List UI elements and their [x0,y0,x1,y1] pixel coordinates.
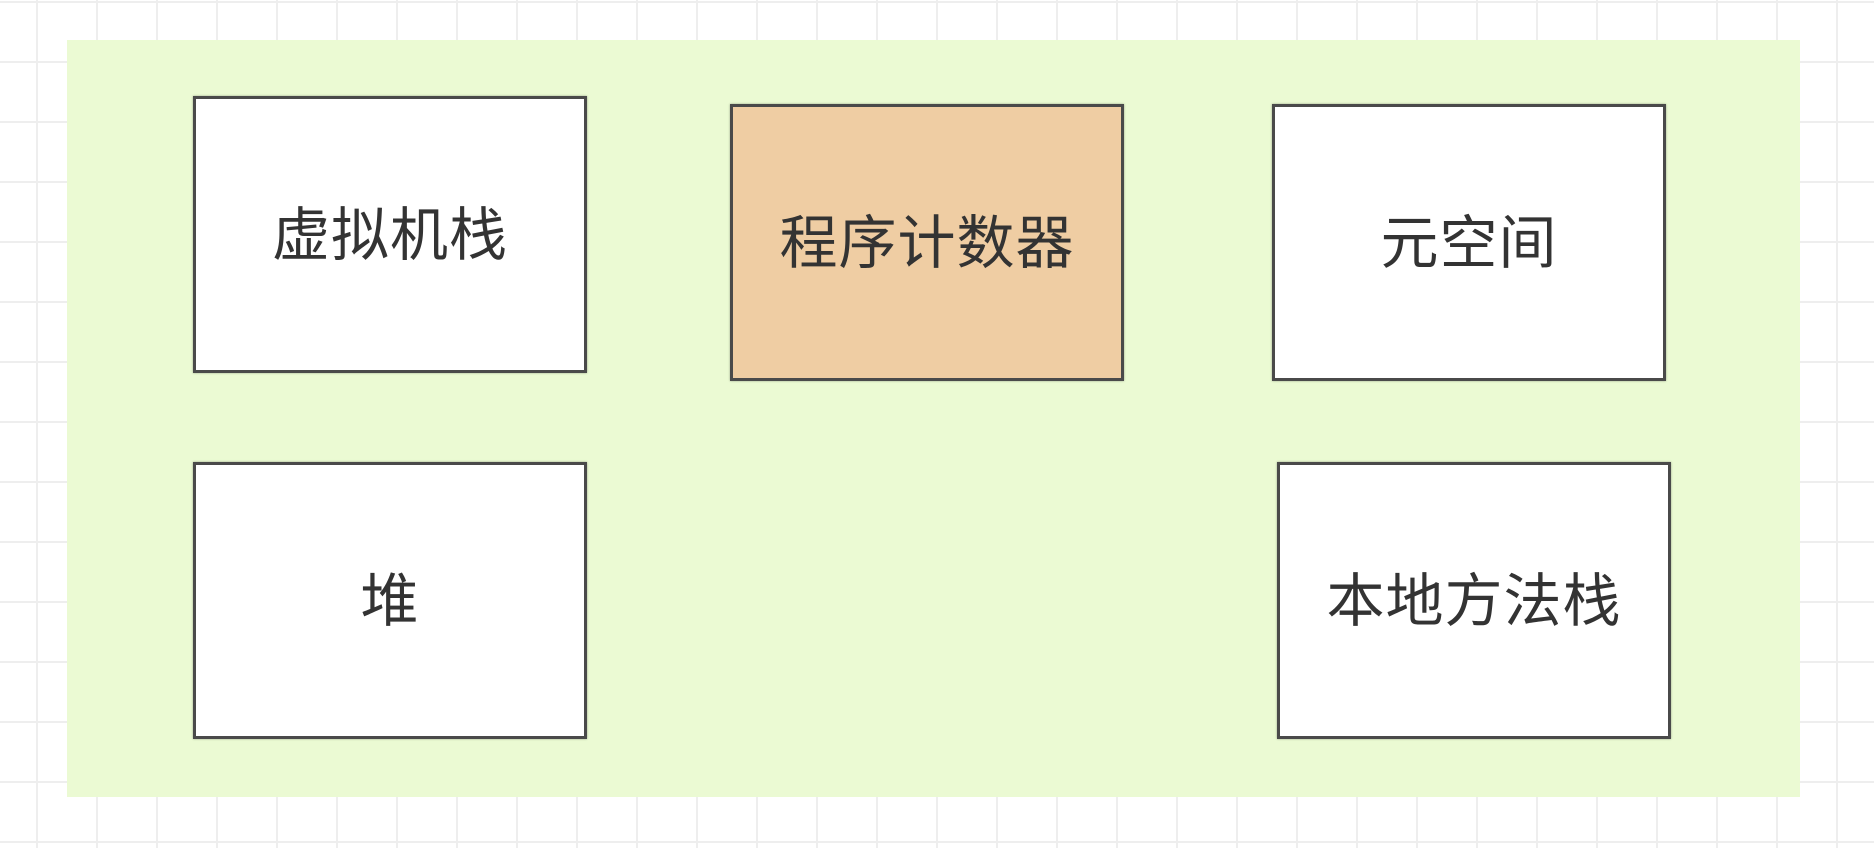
node-native-method-stack[interactable]: 本地方法栈 [1277,462,1671,739]
node-jvm-stack[interactable]: 虚拟机栈 [193,96,587,373]
node-label: 堆 [360,566,420,635]
node-label: 虚拟机栈 [271,200,508,269]
node-label: 本地方法栈 [1326,566,1622,635]
node-program-counter[interactable]: 程序计数器 [730,104,1124,381]
node-heap[interactable]: 堆 [193,462,587,739]
node-metaspace[interactable]: 元空间 [1272,104,1666,381]
node-label: 程序计数器 [779,208,1075,277]
node-label: 元空间 [1380,208,1558,277]
